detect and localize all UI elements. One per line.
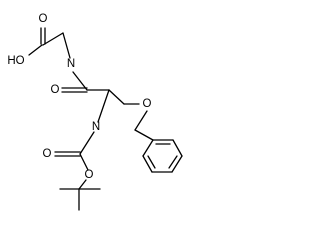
bond-n-amide-c	[72, 71, 88, 91]
atom-label-carbamate-nitrogen: N	[92, 121, 100, 133]
bond-n-carbamate-c	[79, 131, 95, 155]
atom-label-hydroxyl: HO	[7, 55, 24, 67]
bond-calpha-ch2	[108, 89, 125, 105]
ring-bond-6	[142, 139, 154, 157]
ring-bond-5	[142, 155, 153, 173]
ring-double-2	[168, 155, 178, 169]
bond-ether-o-ch2	[134, 110, 148, 131]
bond-ho-c	[28, 44, 43, 56]
atom-label-ether-oxygen: O	[143, 98, 152, 110]
atom-label-amide-nitrogen: N	[67, 58, 75, 70]
molecule-structure: HO O N O O N O O	[7, 13, 183, 211]
ring-bond-2	[172, 139, 183, 157]
atom-label-acid-oxygen: O	[39, 13, 48, 25]
bond-calpha-carbamate-n	[97, 89, 110, 123]
bond-ch2-n	[62, 32, 71, 59]
atom-labels: HO O N O O N O O	[7, 13, 151, 181]
atom-label-carbamate-oxygen: O	[43, 148, 52, 160]
bond-ch2-ring	[134, 129, 154, 141]
atom-label-ester-oxygen: O	[85, 169, 94, 181]
atom-label-amide-oxygen: O	[51, 84, 60, 96]
bond-acid-c-ch2	[42, 32, 64, 46]
bonds	[28, 27, 183, 211]
bond-carbamate-c-ester-o	[79, 153, 89, 171]
ring-bond-3	[171, 155, 183, 173]
ring-double-3	[147, 155, 156, 169]
bond-ester-o-ctert	[78, 179, 87, 190]
